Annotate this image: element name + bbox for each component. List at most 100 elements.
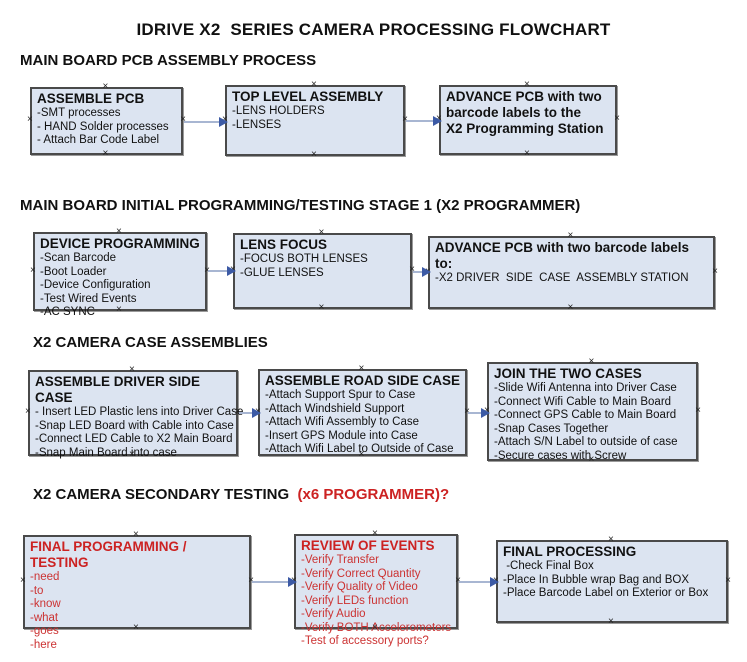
box-line: -Verify Audio — [301, 608, 366, 620]
box-title: ASSEMBLE PCB — [37, 91, 145, 106]
box-title: ADVANCE PCB with two barcode labels to: — [435, 240, 690, 271]
page-title: IDRIVE X2 SERIES CAMERA PROCESSING FLOWC… — [136, 20, 611, 39]
connection-point-right-icon: × — [725, 574, 731, 586]
connection-point-right-icon: × — [180, 114, 186, 125]
flow-arrow-right-icon[interactable] — [468, 408, 490, 418]
box-line: -FOCUS BOTH LENSES — [240, 253, 368, 265]
box-title: TOP LEVEL ASSEMBLY — [232, 89, 384, 104]
box-lines: -need-to-know-what-goes-here — [30, 571, 245, 652]
arrowhead-icon — [433, 116, 442, 126]
section-header-text: MAIN BOARD INITIAL PROGRAMMING/TESTING S… — [20, 197, 581, 214]
box-line: -here — [30, 638, 57, 651]
box-line: -Attach Support Spur to Case — [265, 389, 416, 401]
box-line: -Boot Loader — [40, 265, 107, 278]
arrowhead-icon — [288, 577, 297, 587]
arrowhead-icon — [227, 266, 236, 276]
box-lines: -SMT processes- HAND Solder processes- A… — [37, 107, 177, 148]
arrowhead-icon — [252, 408, 261, 418]
arrowhead-icon — [422, 267, 431, 277]
flow-box-device-programming[interactable]: DEVICE PROGRAMMING -Scan Barcode-Boot Lo… — [30, 227, 210, 319]
box-line: -X2 DRIVER SIDE CASE ASSEMBLY STATION — [435, 272, 689, 284]
box-title: JOIN THE TWO CASES — [494, 366, 642, 381]
flow-arrow-right-icon[interactable] — [184, 117, 228, 127]
connection-point-left-icon: × — [25, 406, 31, 417]
flow-arrow-right-icon[interactable] — [406, 116, 442, 126]
connection-point-bottom-icon: × — [567, 302, 574, 313]
box-line: -Verify BOTH Accelerometers — [301, 621, 452, 634]
connection-point-left-icon: × — [20, 575, 26, 586]
connection-point-right-icon: × — [695, 404, 701, 416]
flow-box-join-the-two-cases[interactable]: JOIN THE TWO CASES -Slide Wifi Antenna i… — [484, 357, 701, 465]
box-line: -what — [30, 611, 59, 624]
box-title: ADVANCE PCB with two barcode labels to t… — [446, 89, 604, 136]
box-line: -Check Final Box — [503, 560, 594, 572]
box-line: -need — [30, 571, 60, 583]
box-line: -to — [30, 584, 44, 597]
box-lines: -Scan Barcode-Boot Loader-Device Configu… — [40, 252, 201, 320]
flow-arrow-right-icon[interactable] — [239, 408, 261, 418]
box-line: -Verify Correct Quantity — [301, 567, 421, 580]
flow-box-top-level-assembly[interactable]: TOP LEVEL ASSEMBLY -LENS HOLDERS-LENSES … — [222, 80, 408, 160]
box-line: - HAND Solder processes — [37, 120, 169, 133]
box-title: FINAL PROGRAMMING / TESTING — [30, 539, 187, 570]
flow-box-lens-focus[interactable]: LENS FOCUS -FOCUS BOTH LENSES-GLUE LENSE… — [230, 228, 415, 313]
box-line: -Verify Quality of Video — [301, 581, 418, 593]
box-lines: -LENS HOLDERS-LENSES — [232, 105, 399, 132]
connection-point-left-icon: × — [27, 114, 33, 125]
box-lines: -Slide Wifi Antenna into Driver Case-Con… — [494, 382, 692, 463]
box-line: - Attach Bar Code Label — [37, 134, 160, 146]
box-title: FINAL PROCESSING — [503, 544, 637, 559]
box-line: -SMT processes — [37, 107, 121, 119]
section-header-text: X2 CAMERA CASE ASSEMBLIES — [33, 334, 268, 351]
connection-point-bottom-icon: × — [102, 148, 109, 159]
box-line: -Snap Cases Together — [494, 422, 609, 435]
section-header-secondary-testing: X2 CAMERA SECONDARY TESTING (x6 PROGRAMM… — [33, 486, 449, 503]
box-line: -GLUE LENSES — [240, 266, 324, 279]
box-line: - Insert LED Plastic lens into Driver Ca… — [35, 406, 244, 418]
box-line: -Attach Wifi Assembly to Case — [265, 416, 420, 428]
box-line: -Place Barcode Label on Exterior or Box — [503, 587, 709, 599]
connection-point-right-icon: × — [614, 113, 620, 124]
section-header-red-suffix: (x6 PROGRAMMER)? — [293, 486, 450, 503]
box-lines: -Attach Support Spur to Case-Attach Wind… — [265, 389, 461, 457]
flow-box-final-processing[interactable]: FINAL PROCESSING -Check Final Box -Place … — [493, 535, 731, 627]
flow-arrow-right-icon[interactable] — [459, 577, 499, 587]
box-line: -Attach Wifi Label to Outside of Case — [265, 443, 454, 455]
box-line: -Test of accessory ports? — [301, 635, 429, 647]
box-line: -Scan Barcode — [40, 252, 117, 264]
box-title: LENS FOCUS — [240, 237, 328, 252]
section-header-text: X2 CAMERA SECONDARY TESTING — [33, 486, 294, 503]
box-line: -Connect Wifi Cable to Main Board — [494, 395, 672, 408]
flow-box-advance-pcb-programming-station[interactable]: ADVANCE PCB with two barcode labels to t… — [436, 80, 620, 159]
flow-box-advance-pcb-driver-side[interactable]: ADVANCE PCB with two barcode labels to: … — [425, 231, 718, 313]
box-line: -Device Configuration — [40, 279, 151, 291]
flow-box-review-of-events[interactable]: REVIEW OF EVENTS -Verify Transfer-Verify… — [291, 529, 461, 648]
flow-arrow-right-icon[interactable] — [208, 266, 236, 276]
box-line: -Verify LEDs function — [301, 594, 409, 607]
flow-box-assemble-road-side-case[interactable]: ASSEMBLE ROAD SIDE CASE -Attach Support … — [255, 364, 470, 460]
section-header-pcb-assembly: MAIN BOARD PCB ASSEMBLY PROCESS — [20, 52, 316, 69]
box-line: -know — [30, 598, 61, 610]
box-lines: -FOCUS BOTH LENSES-GLUE LENSES — [240, 253, 406, 280]
section-header-text: MAIN BOARD PCB ASSEMBLY PROCESS — [20, 52, 317, 69]
box-line: -AC SYNC — [40, 306, 95, 318]
connection-point-bottom-icon: × — [311, 149, 317, 160]
box-line: -Insert GPS Module into Case — [265, 429, 418, 442]
box-lines: -X2 DRIVER SIDE CASE ASSEMBLY STATION — [435, 272, 709, 286]
flow-arrow-right-icon[interactable] — [413, 267, 431, 277]
box-line: -Connect LED Cable to X2 Main Board — [35, 433, 233, 445]
connection-point-bottom-icon: × — [524, 148, 530, 159]
flow-box-final-programming-testing[interactable]: FINAL PROGRAMMING / TESTING -need-to-kno… — [20, 530, 254, 651]
box-line: -Verify Transfer — [301, 554, 379, 566]
box-line: -Snap Main Board into case — [35, 446, 177, 459]
flow-box-assemble-pcb[interactable]: ASSEMBLE PCB -SMT processes- HAND Solder… — [27, 82, 186, 159]
connection-point-right-icon: × — [712, 265, 718, 277]
section-header-case-assemblies: X2 CAMERA CASE ASSEMBLIES — [33, 334, 268, 351]
connection-point-right-icon: × — [409, 264, 415, 275]
flow-box-assemble-driver-side-case[interactable]: ASSEMBLE DRIVER SIDE CASE - Insert LED P… — [25, 365, 244, 460]
box-line: -goes — [30, 625, 59, 637]
flow-arrow-right-icon[interactable] — [252, 577, 297, 587]
box-title: ASSEMBLE DRIVER SIDE CASE — [35, 374, 201, 405]
box-line: -Attach Windshield Support — [265, 402, 405, 415]
box-line: -Secure cases with Screw — [494, 449, 627, 462]
